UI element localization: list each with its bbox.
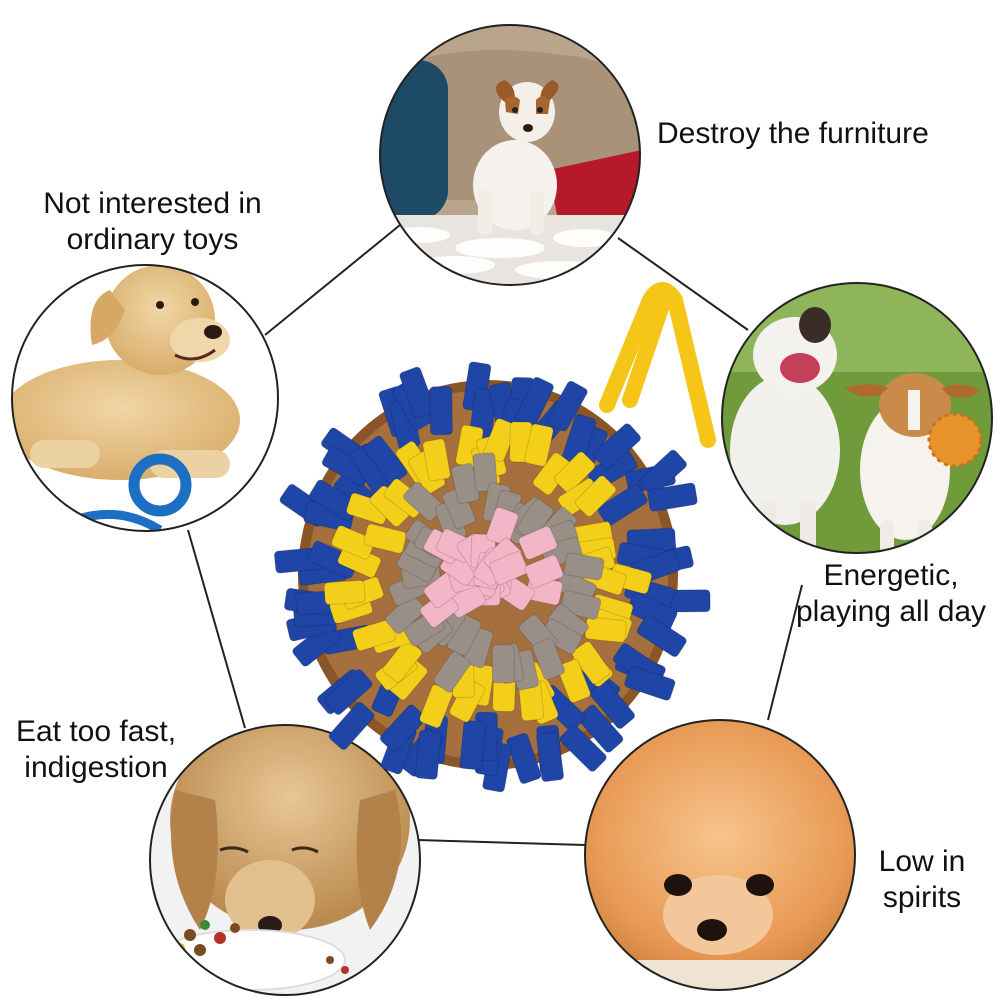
yellow-ribbon xyxy=(599,282,716,448)
connector-lines xyxy=(187,224,803,846)
photo-not-interested-toys xyxy=(11,264,279,532)
snuffle-mat xyxy=(273,361,711,793)
photo-low-in-spirits xyxy=(584,719,856,991)
mat-pink-fringe xyxy=(419,506,564,628)
caption-not-interested-toys: Not interested in ordinary toys xyxy=(43,187,262,256)
caption-eat-too-fast: Eat too fast, indigestion xyxy=(15,715,177,784)
caption-energetic: Energetic, playing all day xyxy=(795,559,987,628)
photo-energetic-playing xyxy=(721,282,993,554)
photo-eat-too-fast xyxy=(149,724,421,996)
caption-destroy-furniture: Destroy the furniture xyxy=(657,117,929,150)
photo-destroy-furniture xyxy=(379,24,641,286)
mat-gray-fringe xyxy=(384,452,605,693)
caption-low-in-spirits: Low in spirits xyxy=(878,845,966,914)
